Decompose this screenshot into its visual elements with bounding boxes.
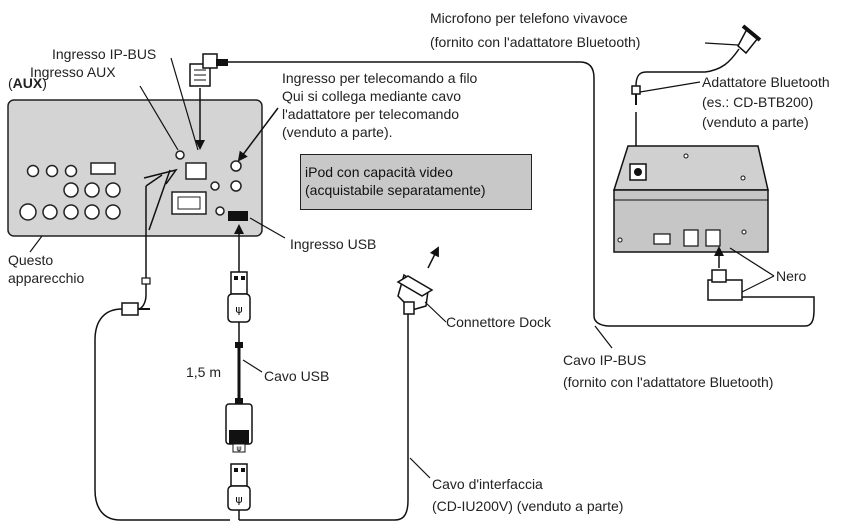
microphone <box>631 24 762 162</box>
ipbus-cable-pointer <box>594 325 613 349</box>
svg-text:ψ: ψ <box>236 444 241 453</box>
this-unit-label-2: apparecchio <box>8 270 85 286</box>
bt-label-1: Adattatore Bluetooth <box>702 74 830 90</box>
ipbus-cable-label-1: Cavo IP-BUS <box>563 352 647 368</box>
interface-cable-label-2: (CD-IU200V) (venduto a parte) <box>432 498 624 514</box>
unit-label-pointer <box>29 235 43 253</box>
mic-pointer <box>704 42 739 46</box>
aux-arrow-line <box>148 169 171 231</box>
nero-pointer-bottom <box>741 275 775 293</box>
bt-ipbus-plug <box>707 246 743 301</box>
svg-text:ψ: ψ <box>235 493 242 506</box>
bt-label-pointer <box>639 81 701 93</box>
svg-text:ψ: ψ <box>235 303 242 316</box>
ipbus-cable <box>216 59 815 327</box>
interface-cable-label-1: Cavo d'interfaccia <box>432 476 543 492</box>
ipbus-label-pointer <box>170 57 199 151</box>
aux-code-label: (AUX) <box>8 75 47 91</box>
ipod-box: iPod con capacità video (acquistabile se… <box>300 154 532 210</box>
remote-label-1: Ingresso per telecomando a filo <box>282 70 478 86</box>
dock-connector-label: Connettore Dock <box>446 314 552 330</box>
dock-connector <box>396 246 447 323</box>
this-unit-label-1: Questo <box>8 252 54 268</box>
usb-label-pointer <box>249 217 286 239</box>
interface-cable-pointer <box>409 457 431 479</box>
mic-label-1: Microfono per telefono vivavoce <box>430 10 628 26</box>
bt-label-3: (venduto a parte) <box>702 114 809 130</box>
ipbus-cable-label-2: (fornito con l'adattatore Bluetooth) <box>563 374 774 390</box>
ipod-label-2: (acquistabile separatamente) <box>305 182 486 198</box>
aux-cable <box>94 186 230 521</box>
remote-label-4: (venduto a parte). <box>282 124 393 140</box>
usb-input-label: Ingresso USB <box>290 236 377 252</box>
remote-arrow <box>237 107 279 162</box>
head-unit <box>7 99 263 237</box>
ipod-label-1: iPod con capacità video <box>305 164 453 180</box>
bluetooth-adapter <box>612 145 769 253</box>
usb-cable-pointer <box>242 359 263 373</box>
remote-label-3: l'adattatore per telecomando <box>282 106 460 122</box>
ip-bus-input-label: Ingresso IP-BUS <box>52 46 157 62</box>
length-label: 1,5 m <box>186 364 222 380</box>
bt-label-2: (es.: CD-BTB200) <box>702 94 814 110</box>
aux-input-label: Ingresso AUX <box>30 64 116 80</box>
usb-cable: ψ ψ ψ <box>225 224 409 521</box>
ipbus-plug-headunit <box>189 53 218 150</box>
mic-label-2: (fornito con l'adattatore Bluetooth) <box>430 34 641 50</box>
nero-pointer-top <box>729 247 775 277</box>
usb-cable-label: Cavo USB <box>264 368 330 384</box>
aux-label-pointer <box>139 85 179 151</box>
remote-label-2: Qui si collega mediante cavo <box>282 88 461 104</box>
nero-label: Nero <box>776 268 807 284</box>
